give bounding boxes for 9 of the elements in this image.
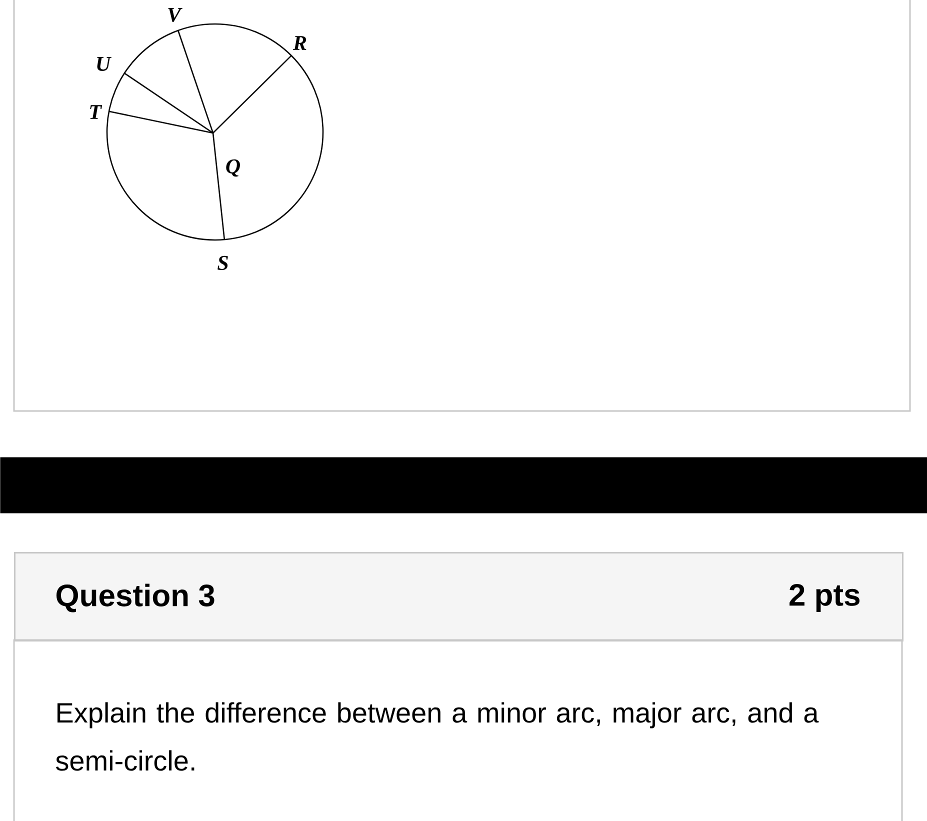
point-label: S	[218, 256, 228, 270]
question-header: Question 3 2 pts	[14, 552, 904, 642]
point-label: Q	[226, 159, 240, 177]
point-label: T	[90, 105, 102, 119]
question-body: Explain the difference between a minor arc, major arc, and a semi-circle.	[13, 639, 903, 821]
point-label: U	[97, 57, 112, 71]
divider-band	[0, 457, 927, 514]
point-label: V	[168, 8, 182, 22]
point-label: R	[292, 36, 306, 50]
